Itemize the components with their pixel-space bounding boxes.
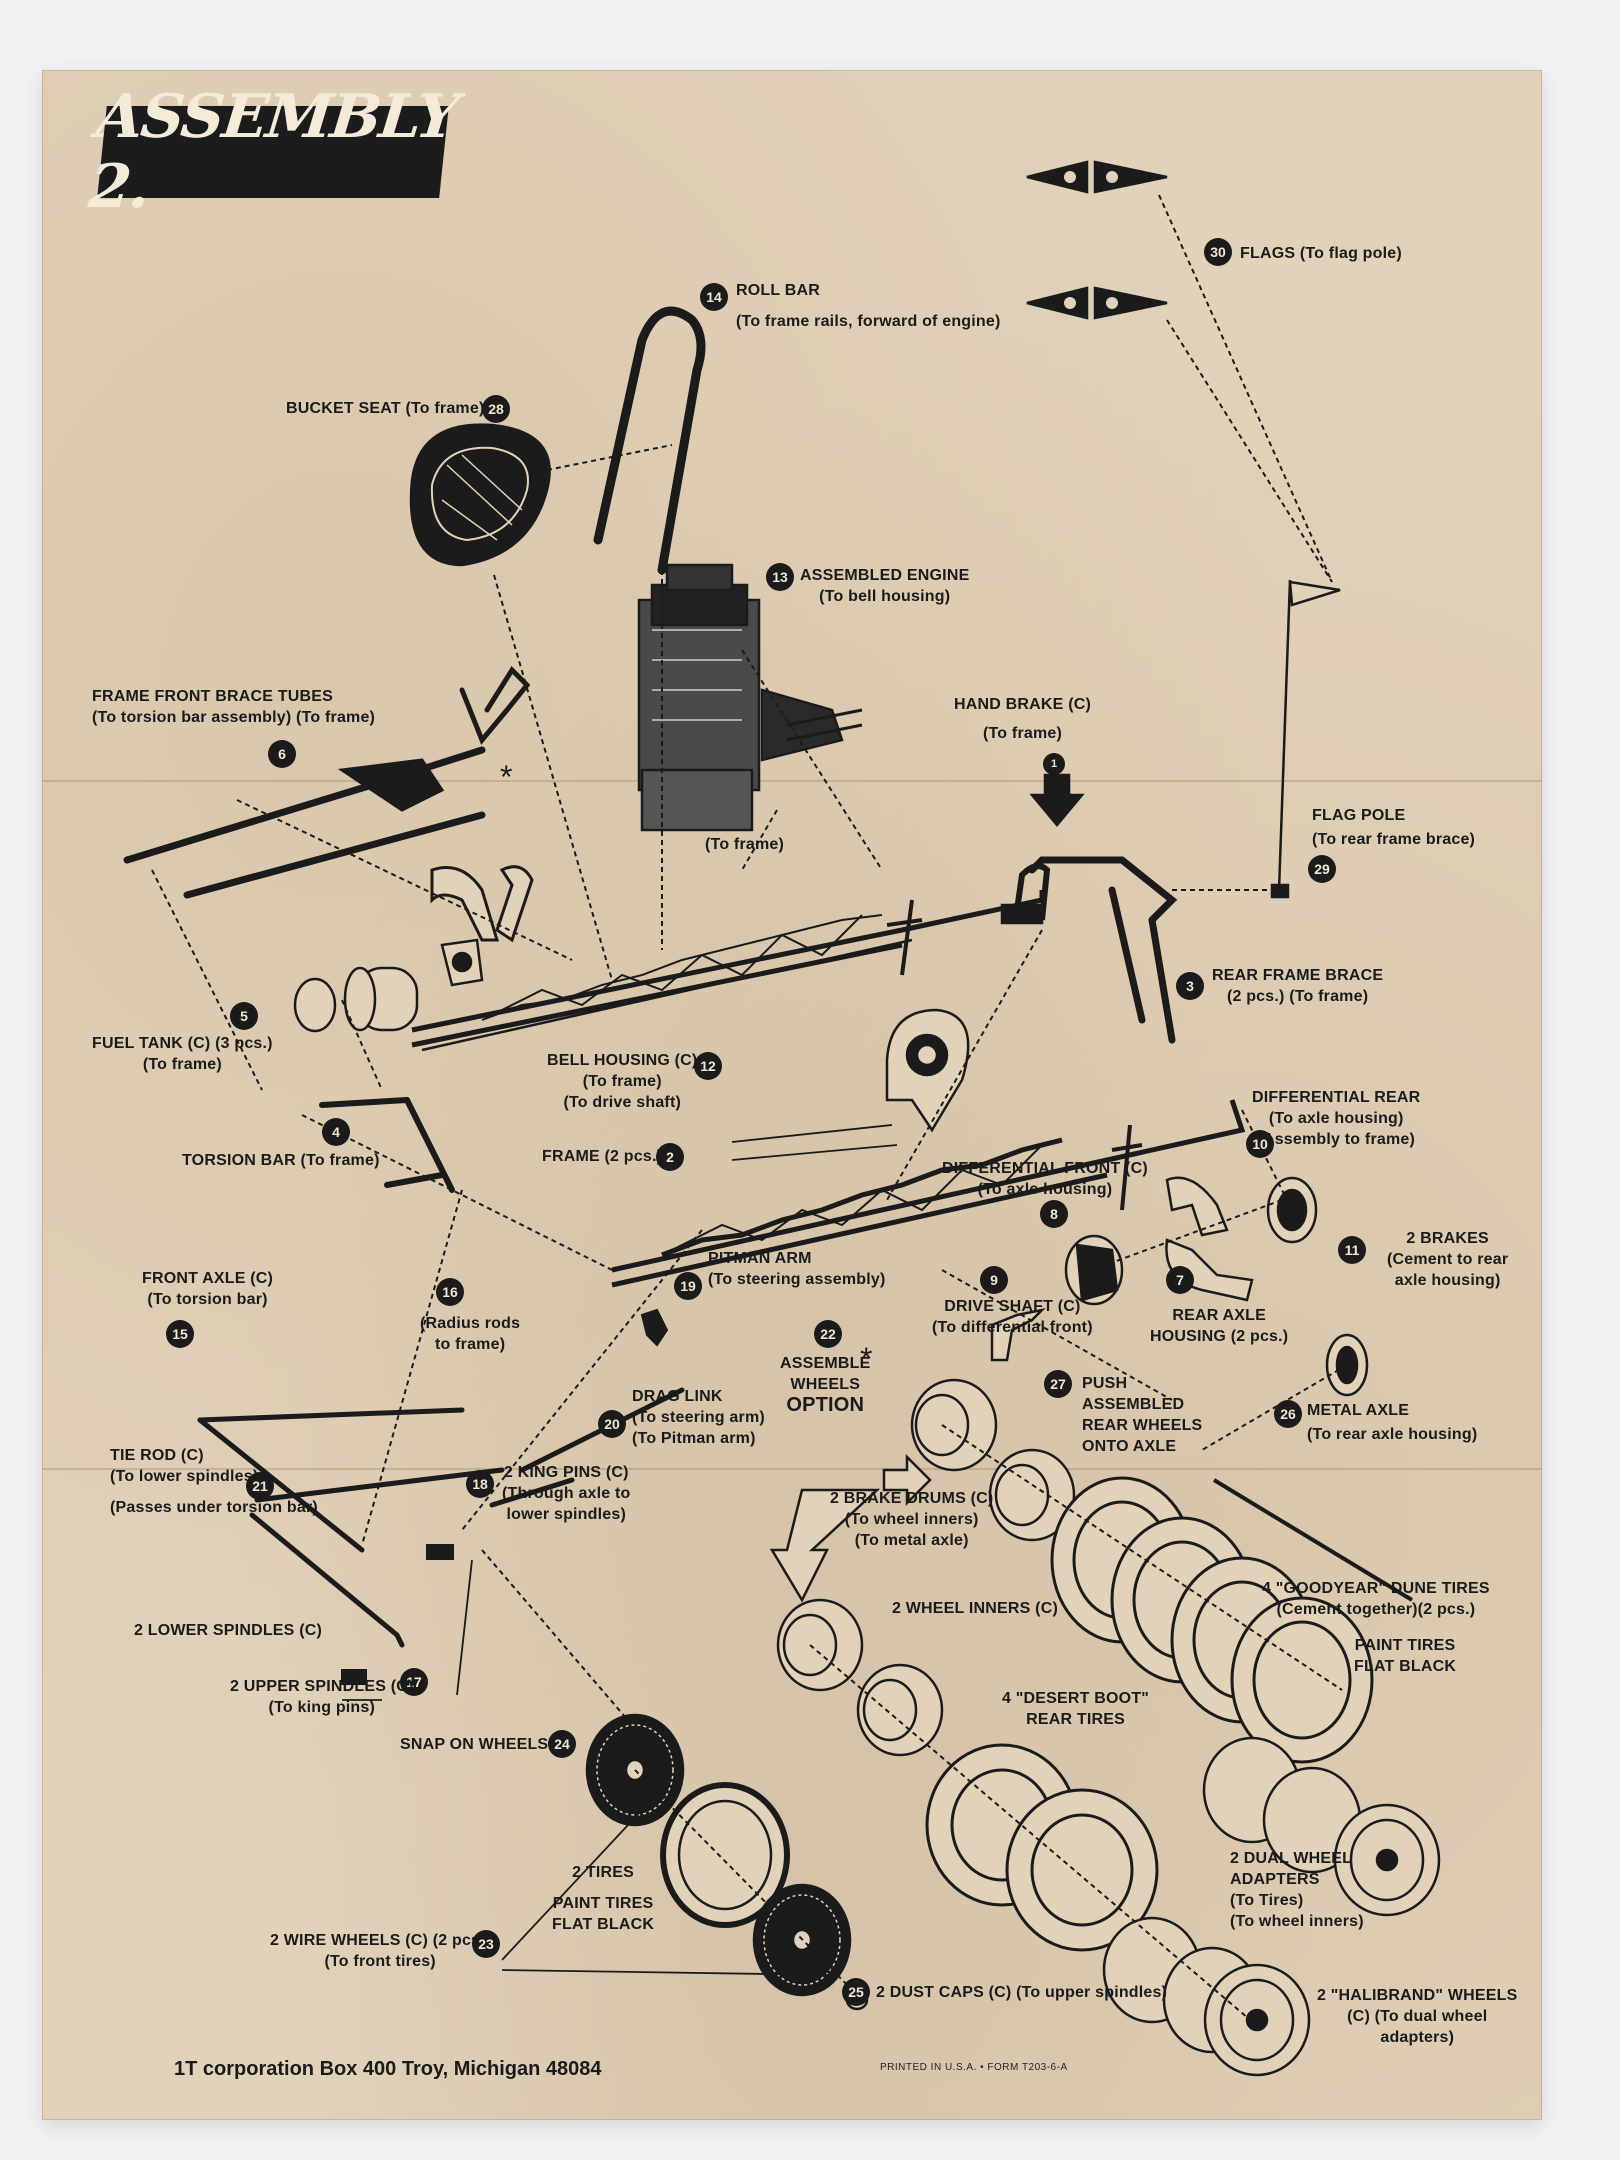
part-label: FRAME FRONT BRACE TUBES(To torsion bar a…	[92, 688, 376, 726]
part-label: DIFFERENTIAL FRONT (C)(To axle housing)	[942, 1160, 1148, 1198]
part-label: PITMAN ARM(To steering assembly)	[708, 1250, 886, 1288]
part-number: 5	[230, 1002, 258, 1030]
part-label: FLAGS (To flag pole)	[1240, 245, 1402, 262]
part-number: 6	[268, 740, 296, 768]
part-label: TIE ROD (C)(To lower spindles)(Passes un…	[110, 1447, 318, 1516]
part-number: 29	[1308, 855, 1336, 883]
part-label: (To frame)	[705, 836, 785, 853]
engine-icon	[637, 563, 863, 832]
svg-text:*: *	[860, 1341, 872, 1377]
part-label: 4 "GOODYEAR" DUNE TIRES(Cement together)…	[1262, 1580, 1490, 1618]
fuel-tank-icon	[293, 938, 484, 1033]
part-label: TORSION BAR (To frame)	[182, 1152, 380, 1169]
part-label: 2 DUST CAPS (C) (To upper spindles)	[876, 1984, 1168, 2001]
part-label: 4 "DESERT BOOT"REAR TIRES	[1002, 1690, 1150, 1728]
front-brace-icon	[123, 666, 534, 943]
part-number: 19	[674, 1272, 702, 1300]
fold-line	[42, 780, 1542, 782]
hand-brake-icon	[1000, 773, 1085, 925]
part-number: 12	[694, 1052, 722, 1080]
svg-text:*: *	[500, 759, 512, 795]
part-number: 3	[1176, 972, 1204, 1000]
part-label: 2 UPPER SPINDLES (C)(To king pins)	[230, 1678, 414, 1716]
torsion-bar-icon	[319, 1097, 455, 1193]
tire-icon	[925, 1743, 1159, 1952]
part-number: 28	[482, 395, 510, 423]
part-number: 2	[656, 1143, 684, 1171]
part-label: DRAG LINK(To steering arm)(To Pitman arm…	[632, 1388, 765, 1447]
part-number: 24	[548, 1730, 576, 1758]
part-number: 4	[322, 1118, 350, 1146]
part-label: HAND BRAKE (C)(To frame)	[954, 696, 1092, 742]
part-number: 23	[472, 1930, 500, 1958]
part-number: 9	[980, 1266, 1008, 1294]
part-label: DIFFERENTIAL REAR(To axle housing)(Assem…	[1252, 1089, 1421, 1148]
part-label: 2 WHEEL INNERS (C)	[892, 1600, 1058, 1617]
part-number: 27	[1044, 1370, 1072, 1398]
part-number: 26	[1274, 1400, 1302, 1428]
part-number: 20	[598, 1410, 626, 1438]
print-info: PRINTED IN U.S.A. • FORM T203-6-A	[880, 2062, 1068, 2073]
part-number: 30	[1204, 238, 1232, 266]
flag-icon	[1026, 160, 1168, 320]
part-number: 21	[246, 1472, 274, 1500]
part-number: 10	[1246, 1130, 1274, 1158]
part-label: 2 WIRE WHEELS (C) (2 pcs.)(To front tire…	[270, 1932, 491, 1970]
part-number: 16	[436, 1278, 464, 1306]
part-label: 2 LOWER SPINDLES (C)	[134, 1622, 323, 1639]
part-number: 7	[1166, 1266, 1194, 1294]
part-label: DRIVE SHAFT (C)(To differential front)	[932, 1298, 1093, 1336]
part-label: FUEL TANK (C) (3 pcs.)(To frame)	[92, 1035, 273, 1073]
part-number: 13	[766, 563, 794, 591]
exploded-view-diagram: *	[123, 160, 1441, 2077]
part-label: 2 BRAKE DRUMS (C)(To wheel inners)(To me…	[830, 1490, 994, 1549]
tire-icon	[1050, 1476, 1374, 1764]
part-label: FLAG POLE(To rear frame brace)	[1312, 807, 1476, 848]
part-label: BUCKET SEAT (To frame)	[286, 400, 485, 417]
bucket-seat-icon	[409, 423, 551, 567]
part-number: 17	[400, 1668, 428, 1696]
part-number: 8	[1040, 1200, 1068, 1228]
rear-frame-brace-icon	[1028, 856, 1178, 1044]
wheel-icon	[776, 1378, 1076, 1757]
part-label: ASSEMBLED ENGINE(To bell housing)	[800, 567, 970, 605]
part-number: 15	[166, 1320, 194, 1348]
option-label: OPTION	[786, 1394, 865, 1416]
fold-line	[42, 1468, 1542, 1470]
halibrand-wheel-icon	[1203, 1803, 1441, 2077]
part-number: 1	[1043, 753, 1065, 775]
roll-bar-icon	[593, 306, 706, 575]
front-axle-icon	[197, 1308, 685, 1685]
part-label: METAL AXLE(To rear axle housing)	[1307, 1402, 1478, 1443]
part-label: SNAP ON WHEELS	[400, 1736, 549, 1753]
bell-housing-icon	[885, 1008, 970, 1133]
part-number: 18	[466, 1470, 494, 1498]
part-label: ROLL BAR(To frame rails, forward of engi…	[736, 282, 1001, 330]
instruction-sheet: ASSEMBLY 2.	[42, 70, 1542, 2120]
part-label: REAR FRAME BRACE(2 pcs.) (To frame)	[1212, 967, 1384, 1005]
part-label: FRAME (2 pcs.)	[542, 1148, 663, 1165]
part-number: 11	[1338, 1236, 1366, 1264]
leader-lines	[151, 194, 1348, 2031]
publisher-address: 1T corporation Box 400 Troy, Michigan 48…	[174, 2058, 602, 2080]
frame-icon	[411, 890, 1246, 1288]
part-number: 14	[700, 283, 728, 311]
part-label: FRONT AXLE (C)(To torsion bar)	[142, 1270, 274, 1308]
part-label: BELL HOUSING (C)(To frame)(To drive shaf…	[547, 1052, 698, 1111]
metal-axle-icon	[1212, 1478, 1414, 1602]
part-number: 25	[842, 1978, 870, 2006]
arrow-icon	[769, 1453, 932, 1603]
part-number: 22	[814, 1320, 842, 1348]
